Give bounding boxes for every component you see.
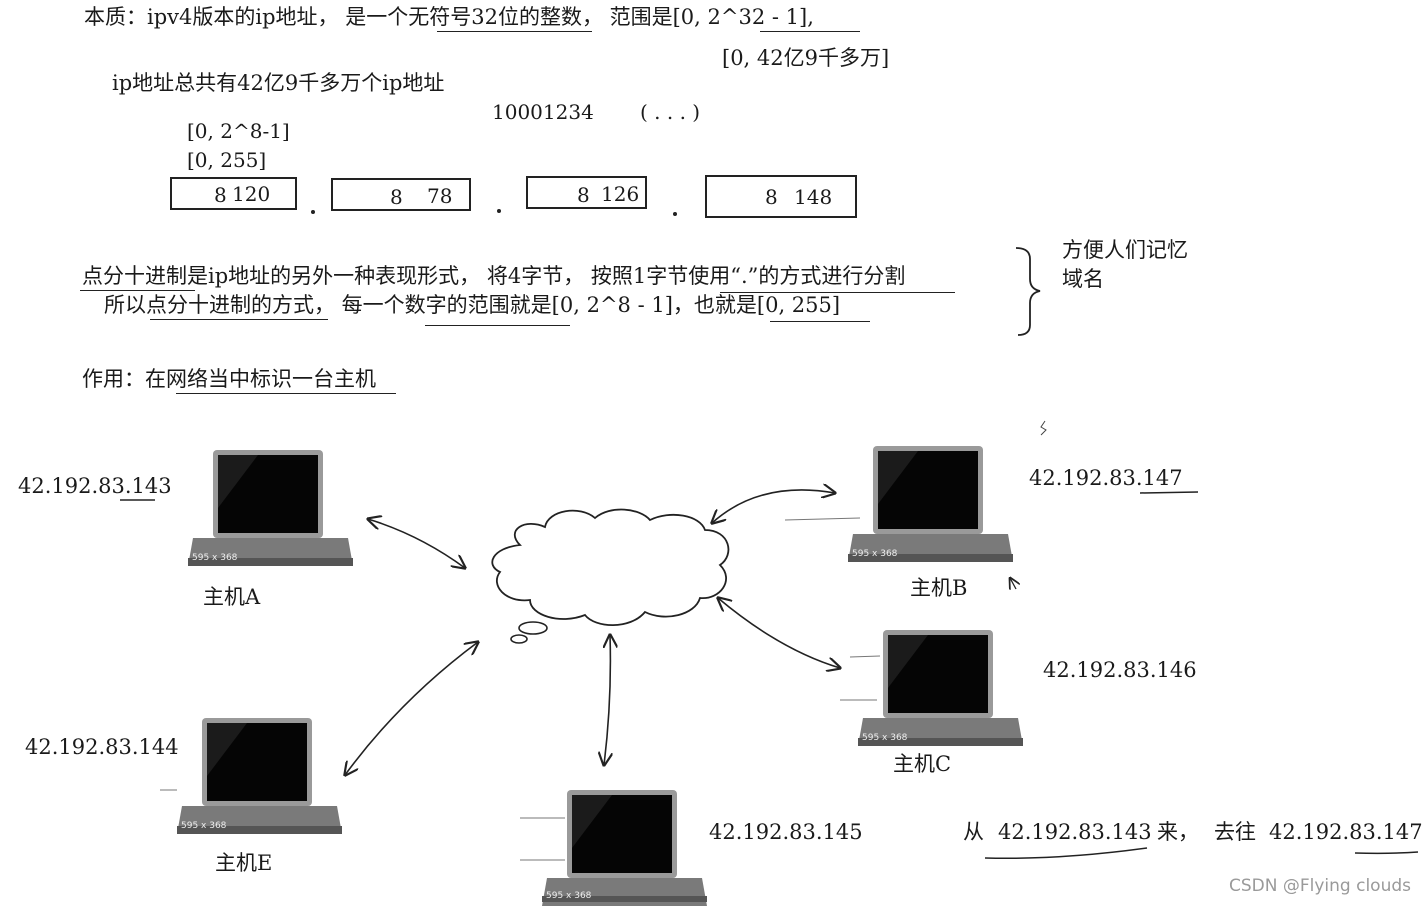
small-squiggle [1040,420,1047,436]
byte-bits-3: 8 [577,183,590,207]
route-mid-label: 来， [1157,820,1199,844]
laptop-icon-c: 595 x 368 [858,630,1023,746]
host-e-ip: 42.192.83.144 [25,735,179,759]
byte-value-4: 148 [794,185,833,209]
underline-dotted-decimal [80,290,195,291]
underline-number-range [425,325,570,326]
laptop-overlay-c: 595 x 368 [862,733,908,743]
purpose-text: 作用：在网络当中标识一台主机 [82,367,376,391]
arrow-center-cloud [604,635,610,765]
host-a-ip: 42.192.83.143 [18,474,172,498]
byte-value-1: 120 [232,182,271,206]
byte-value-2: 78 [427,184,453,208]
byte-range-2: [0, 255] [187,148,267,172]
underline-unsigned [437,31,592,32]
route-to-label: 去往 [1214,820,1256,844]
notes-line-2: 所以点分十进制的方式， 每一个数字的范围就是[0, 2^8 - 1]，也就是[0… [104,293,841,317]
byte-box-3 [526,176,647,209]
paren-text: ( . . . ) [640,100,701,124]
laptop-icon-a: 595 x 368 [188,450,353,566]
laptop-icon-center: 595 x 368 [542,790,707,906]
underline-method [150,319,328,320]
host-c-ip: 42.192.83.146 [1043,658,1197,682]
host-e-name: 主机E [215,851,273,875]
host-a-name: 主机A [203,585,261,609]
underline-range [760,31,860,32]
laptop-overlay-center: 595 x 368 [546,891,592,901]
host-b-name: 主机B [910,576,968,600]
laptop-overlay-b: 595 x 368 [852,549,898,559]
byte-bits-1: 8 [214,183,227,207]
side-note-2: 域名 [1062,267,1104,291]
watermark: CSDN @Flying clouds [1228,876,1411,896]
underline-split [720,292,955,293]
cloud-icon [491,508,730,644]
notes-line-1: 点分十进制是ip地址的另外一种表现形式， 将4字节， 按照1字节使用“.”的方式… [82,264,906,288]
host-center-ip: 42.192.83.145 [709,820,863,844]
total-text: ip地址总共有42亿9千多万个ip地址 [112,71,445,95]
laptop-icon-b: 595 x 368 [848,446,1013,562]
byte-box-4 [705,175,857,218]
byte-bits-4: 8 [765,185,778,209]
route-to-ip: 42.192.83.147 [1269,820,1423,844]
arrow-b-cloud [712,490,835,523]
route-from-ip: 42.192.83.143 [998,820,1152,844]
byte-value-3: 126 [601,182,640,206]
side-note-1: 方便人们记忆 [1062,238,1188,262]
curly-brace [1015,247,1041,336]
underline-0-255 [770,321,870,322]
arrow-a-cloud [368,519,465,568]
route-from-label: 从 [963,820,984,844]
laptop-icon-e: 595 x 368 [177,718,342,834]
separator-dot-1 [311,210,315,214]
arrow-e-cloud [345,642,478,775]
host-c-name: 主机C [893,752,952,776]
byte-box-2 [331,178,471,211]
laptop-overlay-a: 595 x 368 [192,553,238,563]
binary-text: 10001234 [492,100,594,124]
small-arrow [1010,578,1016,589]
separator-dot-2 [497,209,501,213]
separator-dot-3 [673,212,677,216]
byte-box-1 [170,177,297,210]
arrow-c-cloud [718,598,840,668]
byte-bits-2: 8 [390,185,403,209]
underline-purpose [176,393,396,394]
laptop-overlay-e: 595 x 368 [181,821,227,831]
range-text: [0, 42亿9千多万] [722,46,890,70]
byte-range-1: [0, 2^8-1] [187,119,290,143]
host-b-ip: 42.192.83.147 [1029,466,1183,490]
essence-text: 本质：ipv4版本的ip地址， 是一个无符号32位的整数， 范围是[0, 2^3… [84,5,814,29]
